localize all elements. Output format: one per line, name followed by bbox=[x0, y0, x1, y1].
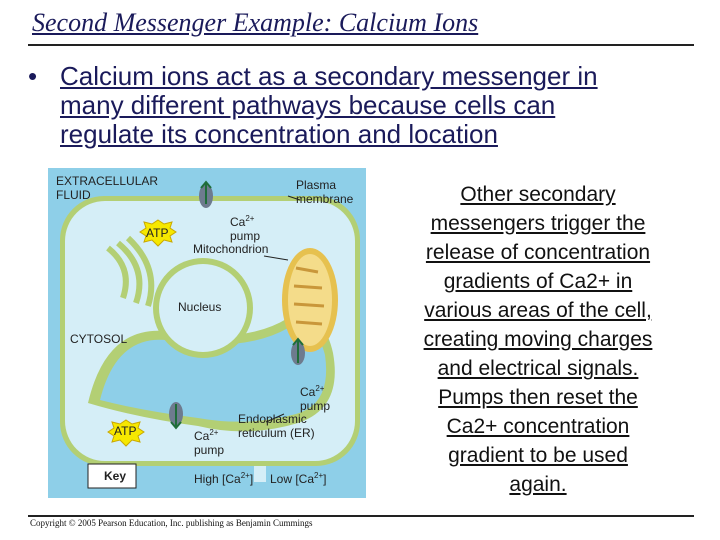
pump-top bbox=[199, 180, 213, 208]
er-label: Endoplasmic reticulum (ER) bbox=[238, 412, 315, 440]
ca-right-charge: 2+ bbox=[315, 384, 325, 393]
extracellular-line-2: FLUID bbox=[56, 188, 91, 202]
pump-bottom bbox=[169, 402, 183, 430]
bullet-point: • Calcium ions act as a secondary messen… bbox=[28, 62, 708, 149]
side-line-9: Ca2+ concentration bbox=[446, 415, 630, 438]
ca-pump-right-label: Ca2+ pump bbox=[300, 382, 330, 413]
footer-divider bbox=[28, 515, 694, 517]
side-line-10: gradient to be used bbox=[448, 444, 628, 467]
side-line-5: various areas of the cell, bbox=[424, 299, 652, 322]
title-divider bbox=[28, 44, 694, 46]
low-end: ] bbox=[323, 472, 327, 486]
ca-top-pump-text: pump bbox=[230, 229, 261, 243]
side-explanation: Other secondary messengers trigger the r… bbox=[400, 180, 676, 499]
ca-top-text: Ca bbox=[230, 215, 246, 229]
side-line-2: messengers trigger the bbox=[430, 212, 646, 235]
bullet-marker: • bbox=[28, 61, 38, 91]
cytosol-label: CYTOSOL bbox=[70, 332, 128, 346]
ca-right-text: Ca bbox=[300, 385, 316, 399]
plasma-membrane-label: Plasma membrane bbox=[296, 178, 353, 206]
er-line-2: reticulum (ER) bbox=[238, 426, 315, 440]
mitochondrion-cristae bbox=[293, 266, 325, 326]
atp-top-label: ATP bbox=[146, 226, 169, 240]
mitochondrion-interior bbox=[288, 254, 332, 346]
ca-pump-top-label: Ca2+ pump bbox=[230, 212, 260, 243]
low-ca-label: Low [Ca2+] bbox=[270, 469, 327, 486]
nucleus-label: Nucleus bbox=[178, 300, 222, 314]
high-swatch bbox=[184, 466, 196, 482]
golgi-folds bbox=[106, 235, 155, 307]
high-charge: 2+ bbox=[240, 471, 250, 480]
atp-burst-bottom bbox=[107, 419, 145, 447]
ca-right-pump-text: pump bbox=[300, 399, 331, 413]
side-line-11: again. bbox=[509, 473, 567, 496]
low-charge: 2+ bbox=[314, 471, 324, 480]
bullet-line-1: Calcium ions act as a secondary messenge… bbox=[60, 61, 598, 91]
high-text: High [Ca bbox=[194, 472, 241, 486]
extracellular-line-1: EXTRACELLULAR bbox=[56, 174, 159, 188]
plasma-leader-line bbox=[287, 195, 301, 201]
extracellular-label: EXTRACELLULAR FLUID bbox=[56, 174, 158, 202]
atp-burst-top bbox=[139, 219, 177, 247]
calcium-cell-diagram: EXTRACELLULAR FLUID Plasma membrane ATP … bbox=[48, 168, 366, 498]
key-box bbox=[87, 463, 137, 489]
high-end: ] bbox=[249, 472, 254, 486]
plasma-line-1: Plasma bbox=[296, 178, 337, 192]
ca-pump-bottom-label: Ca2+ pump bbox=[194, 426, 224, 457]
ca-bottom-text: Ca bbox=[194, 429, 210, 443]
side-line-8: Pumps then reset the bbox=[438, 386, 638, 409]
er-leader-line bbox=[265, 413, 285, 423]
side-line-3: release of concentration bbox=[425, 241, 651, 264]
plasma-line-2: membrane bbox=[296, 192, 354, 206]
er-lumen bbox=[100, 326, 327, 422]
side-line-1: Other secondary bbox=[460, 183, 616, 206]
bullet-line-2: many different pathways because cells ca… bbox=[60, 90, 556, 120]
ca-bottom-charge: 2+ bbox=[209, 428, 219, 437]
mitochondrion-label: Mitochondrion bbox=[193, 242, 269, 256]
low-swatch bbox=[254, 466, 266, 482]
cell-illustration bbox=[48, 168, 366, 498]
bullet-line-3: regulate its concentration and location bbox=[60, 119, 498, 149]
high-ca-label: High [Ca2+] bbox=[194, 469, 253, 486]
pump-right bbox=[291, 337, 305, 365]
side-line-4: gradients of Ca2+ in bbox=[443, 270, 633, 293]
ca-top-charge: 2+ bbox=[245, 214, 255, 223]
slide-title: Second Messenger Example: Calcium Ions bbox=[32, 8, 479, 37]
key-label: Key bbox=[104, 469, 127, 483]
low-text: Low [Ca bbox=[270, 472, 315, 486]
nucleus-interior bbox=[159, 264, 247, 352]
er-line-1: Endoplasmic bbox=[238, 412, 307, 426]
ca-bottom-pump-text: pump bbox=[194, 443, 225, 457]
copyright-notice: Copyright © 2005 Pearson Education, Inc.… bbox=[30, 518, 313, 528]
bullet-text: Calcium ions act as a secondary messenge… bbox=[60, 62, 690, 149]
mitochondrion-leader-line bbox=[263, 255, 289, 261]
atp-bottom-label: ATP bbox=[114, 424, 137, 438]
side-line-6: creating moving charges bbox=[423, 328, 653, 351]
side-line-7: and electrical signals. bbox=[437, 357, 639, 380]
